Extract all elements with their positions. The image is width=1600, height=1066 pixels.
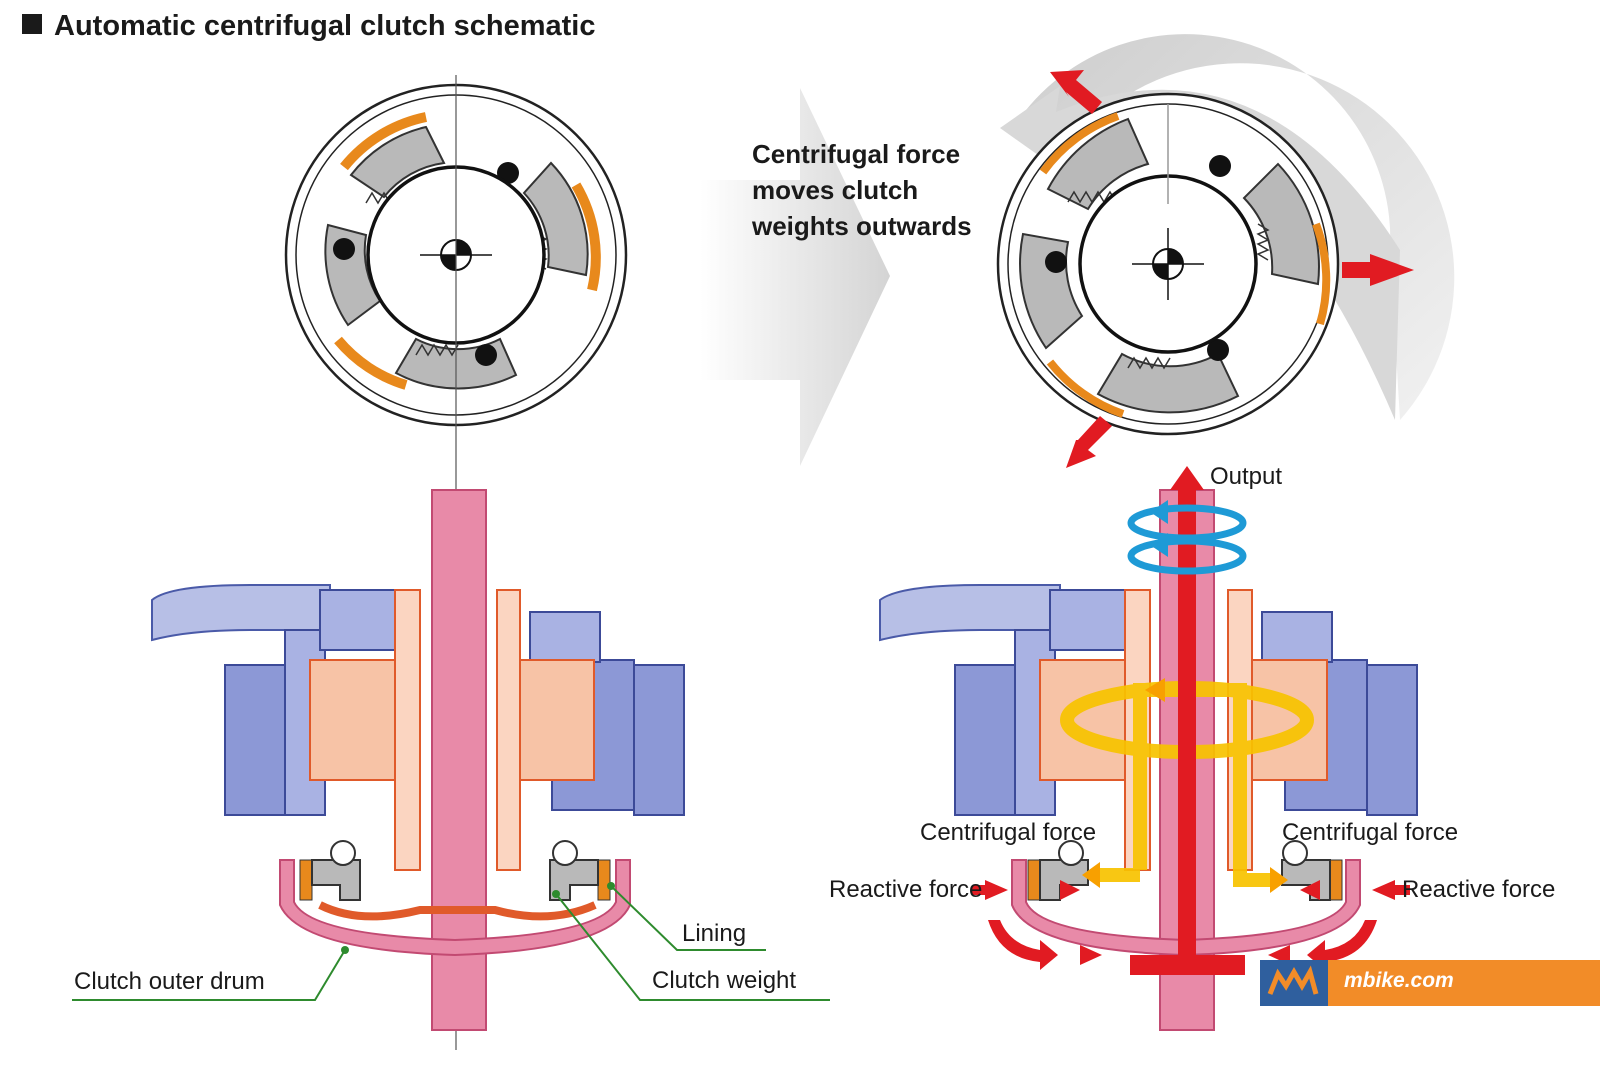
mbike-logo[interactable]: mbike.com [1260,960,1600,1006]
label-centrifugal-force-right: Centrifugal force [1282,819,1459,846]
label-output: Output [1210,463,1283,490]
springs-right [1067,190,1270,370]
label-clutch-outer-drum: Clutch outer drum [74,968,265,995]
rotation-arc [1015,34,1455,420]
caption-line-3: weights outwards [752,211,972,241]
label-reactive-force-right: Reactive force [1402,876,1556,903]
output-flow [1130,466,1245,975]
rotation-rings [1127,504,1247,575]
stator-left [224,664,286,816]
label-reactive-force-left: Reactive force [829,876,983,903]
label-lining: Lining [682,920,747,947]
clutch-outer-drum-left [279,859,631,957]
reactive-force-arrows [972,880,1410,900]
linings-left [334,112,601,390]
title-square-icon [22,14,42,34]
label-clutch-weight: Clutch weight [652,967,797,994]
cross-section-left [151,489,685,1031]
center-hub-right [1132,228,1204,300]
outward-force-arrows [1050,70,1414,468]
clutch-weight-left-a [311,859,361,901]
title-text: Automatic centrifugal clutch schematic [54,10,596,42]
diagram-title: Automatic centrifugal clutch schematic [22,10,595,43]
leader-lines-left [72,885,830,1001]
lining-left-b [597,859,611,901]
transition-arrow [700,88,890,466]
mbike-logo-text: mbike.com [1344,969,1454,992]
clutch-face-right [996,92,1340,436]
rotation-ring-arrowheads [1150,500,1168,557]
caption-line-2: moves clutch [752,175,919,205]
pivot-pins-left [333,162,519,366]
lining-left-a [299,859,313,901]
label-centrifugal-force-left: Centrifugal force [920,819,1097,846]
torque-flow-arrowheads [1082,678,1288,893]
caption-line-1: Centrifugal force [752,139,961,169]
linings-right [1039,112,1331,418]
hub-left [394,589,521,871]
clutch-weight-shoes-right [1019,117,1320,414]
pivot-pins-right [1045,155,1231,361]
rotor-left [309,659,411,781]
leader-dots-left [341,882,615,954]
clutch-weight-left-b [549,859,599,901]
reactive-arrows-bottom [988,920,1377,970]
mbike-logo-icon [1260,960,1328,1006]
